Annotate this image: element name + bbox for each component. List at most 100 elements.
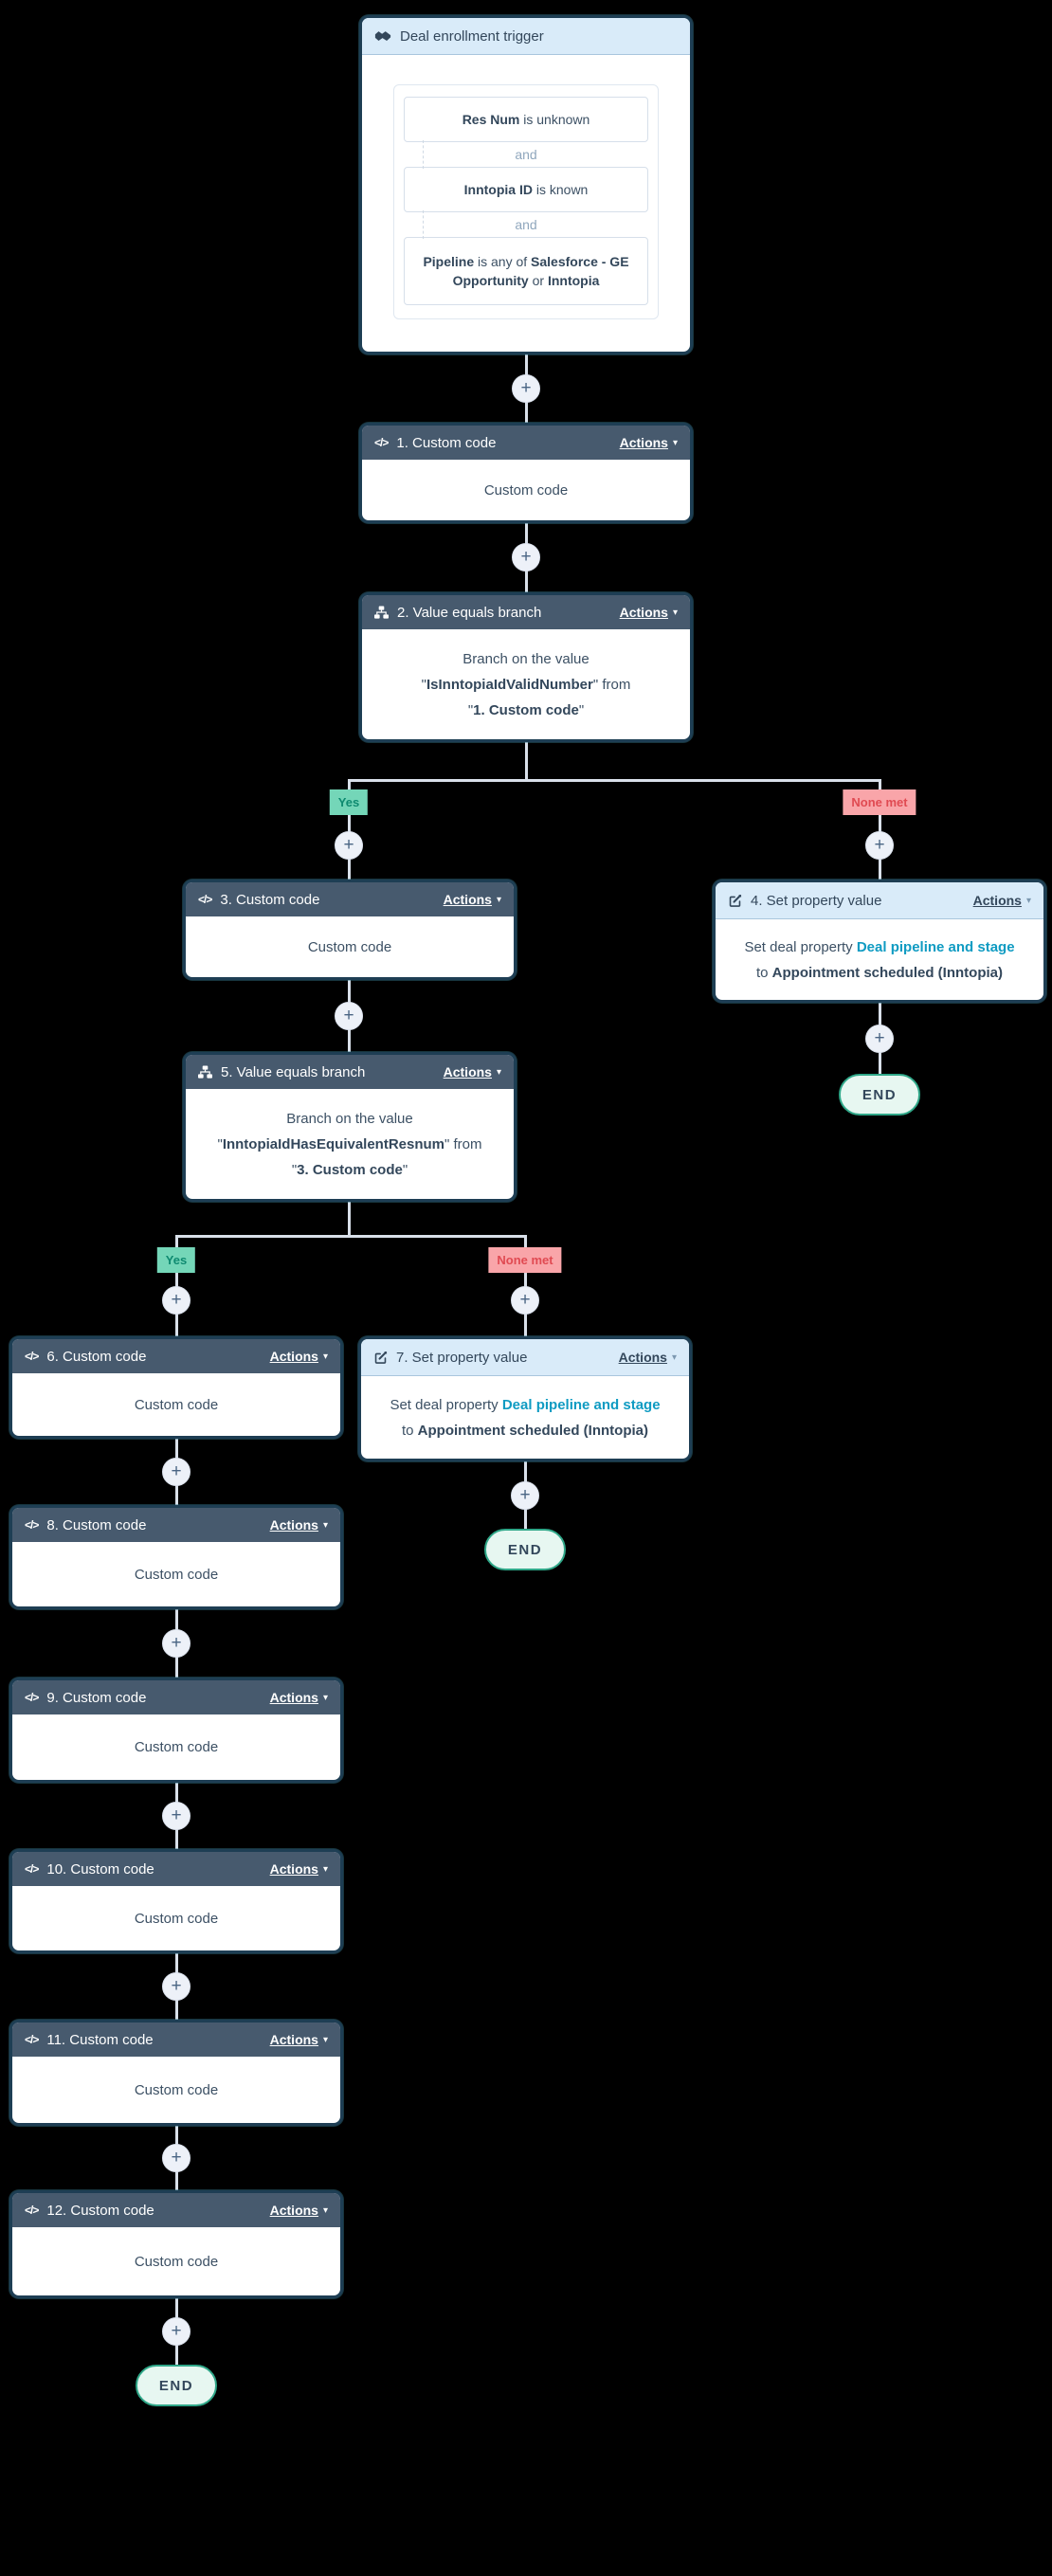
node-11-custom-code[interactable]: </> 11. Custom code Actions▾ Custom code bbox=[9, 2020, 343, 2126]
condition-or: or bbox=[528, 273, 548, 288]
add-action-button[interactable]: + bbox=[512, 374, 540, 403]
end-terminal: END bbox=[484, 1529, 566, 1570]
node-12-custom-code[interactable]: </> 12. Custom code Actions▾ Custom code bbox=[9, 2190, 343, 2298]
actions-label: Actions bbox=[269, 1690, 318, 1705]
node-2-actions-menu[interactable]: Actions▾ bbox=[620, 605, 678, 620]
add-action-button[interactable]: + bbox=[511, 1286, 539, 1315]
and-separator: and bbox=[404, 210, 648, 239]
node-12-title: 12. Custom code bbox=[46, 2202, 154, 2219]
condition-text: Res Num is unknown bbox=[463, 110, 590, 129]
node-2-value-equals-branch[interactable]: 2. Value equals branch Actions▾ Branch o… bbox=[359, 592, 693, 742]
condition-operator: is known bbox=[532, 182, 589, 197]
node-10-actions-menu[interactable]: Actions▾ bbox=[270, 1861, 328, 1877]
caret-down-icon: ▾ bbox=[1025, 895, 1031, 906]
branch-property-line: "IsInntopiaIdValidNumber" from bbox=[422, 672, 631, 698]
add-action-button[interactable]: + bbox=[865, 1025, 894, 1053]
node-7-actions-menu[interactable]: Actions▾ bbox=[619, 1350, 677, 1365]
add-action-button[interactable]: + bbox=[162, 2317, 190, 2346]
actions-label: Actions bbox=[443, 1064, 492, 1079]
condition-pipeline[interactable]: Pipeline is any of Salesforce - GE Oppor… bbox=[404, 237, 648, 305]
add-action-button[interactable]: + bbox=[162, 1286, 190, 1315]
node-3-actions-menu[interactable]: Actions▾ bbox=[444, 892, 501, 907]
add-action-button[interactable]: + bbox=[511, 1481, 539, 1510]
node-10-custom-code[interactable]: </> 10. Custom code Actions▾ Custom code bbox=[9, 1849, 343, 1953]
condition-inntopia-id[interactable]: Inntopia ID is known bbox=[404, 167, 648, 212]
node-6-body: Custom code bbox=[134, 1396, 219, 1413]
node-6-actions-menu[interactable]: Actions▾ bbox=[270, 1349, 328, 1364]
set-property-line1: Set deal property Deal pipeline and stag… bbox=[390, 1392, 660, 1418]
add-action-button[interactable]: + bbox=[335, 1002, 363, 1030]
actions-label: Actions bbox=[269, 1517, 318, 1533]
add-action-button[interactable]: + bbox=[162, 1802, 190, 1830]
node-8-custom-code[interactable]: </> 8. Custom code Actions▾ Custom code bbox=[9, 1505, 343, 1609]
condition-res-num[interactable]: Res Num is unknown bbox=[404, 97, 648, 142]
node-7-title: 7. Set property value bbox=[396, 1349, 528, 1366]
node-11-header: </> 11. Custom code Actions ▾ bbox=[12, 2023, 340, 2057]
node-12-header: </> 12. Custom code Actions▾ bbox=[12, 2193, 340, 2227]
node-5-body: Branch on the value "InntopiaIdHasEquiva… bbox=[186, 1089, 514, 1199]
branch-icon bbox=[374, 606, 389, 619]
branch-source: 1. Custom code bbox=[473, 701, 579, 718]
condition-text: Pipeline is any of Salesforce - GE Oppor… bbox=[412, 252, 640, 290]
add-action-button[interactable]: + bbox=[162, 2144, 190, 2172]
and-connector-line bbox=[423, 140, 424, 169]
node-11-actions-menu[interactable]: Actions ▾ bbox=[270, 2032, 328, 2047]
code-icon: </> bbox=[25, 2033, 39, 2046]
edit-icon bbox=[373, 1351, 388, 1365]
connector-line bbox=[348, 1202, 351, 1238]
branch-label-yes: Yes bbox=[329, 789, 369, 815]
node-4-title: 4. Set property value bbox=[751, 892, 882, 909]
add-action-button[interactable]: + bbox=[162, 1972, 190, 2001]
caret-down-icon: ▾ bbox=[672, 607, 678, 618]
quote: " bbox=[402, 1161, 408, 1178]
condition-operator: is any of bbox=[474, 254, 532, 269]
branch-source-line: "1. Custom code" bbox=[468, 698, 584, 723]
node-1-title: 1. Custom code bbox=[396, 434, 497, 451]
node-4-actions-menu[interactable]: Actions▾ bbox=[973, 893, 1031, 908]
add-action-button[interactable]: + bbox=[162, 1458, 190, 1486]
property-link[interactable]: Deal pipeline and stage bbox=[856, 938, 1015, 955]
node-10-title: 10. Custom code bbox=[46, 1860, 154, 1878]
branch-icon bbox=[198, 1065, 212, 1079]
node-8-actions-menu[interactable]: Actions▾ bbox=[270, 1517, 328, 1533]
caret-down-icon: ▾ bbox=[322, 1351, 328, 1362]
node-6-header: </> 6. Custom code Actions▾ bbox=[12, 1339, 340, 1373]
node-1-custom-code[interactable]: </> 1. Custom code Actions▾ Custom code bbox=[359, 423, 693, 523]
add-action-button[interactable]: + bbox=[335, 831, 363, 860]
condition-property: Inntopia ID bbox=[463, 182, 533, 197]
actions-label: Actions bbox=[269, 2032, 318, 2047]
caret-down-icon: ▾ bbox=[496, 894, 501, 905]
add-action-button[interactable]: + bbox=[162, 1629, 190, 1658]
node-2-title: 2. Value equals branch bbox=[397, 604, 542, 621]
node-8-title: 8. Custom code bbox=[46, 1516, 147, 1533]
caret-down-icon: ▾ bbox=[672, 437, 678, 448]
branch-label-none-met: None met bbox=[488, 1247, 562, 1273]
node-5-value-equals-branch[interactable]: 5. Value equals branch Actions▾ Branch o… bbox=[183, 1052, 517, 1202]
node-1-body: Custom code bbox=[483, 481, 569, 499]
node-5-actions-menu[interactable]: Actions▾ bbox=[444, 1064, 501, 1079]
node-6-title: 6. Custom code bbox=[46, 1348, 147, 1365]
node-4-set-property-value[interactable]: 4. Set property value Actions▾ Set deal … bbox=[713, 880, 1046, 1003]
connector-line bbox=[348, 779, 881, 782]
add-action-button[interactable]: + bbox=[512, 543, 540, 571]
quote-from: " from bbox=[444, 1135, 482, 1152]
node-7-set-property-value[interactable]: 7. Set property value Actions▾ Set deal … bbox=[358, 1336, 692, 1461]
end-terminal: END bbox=[839, 1074, 920, 1116]
node-9-custom-code[interactable]: </> 9. Custom code Actions▾ Custom code bbox=[9, 1678, 343, 1783]
branch-source-line: "3. Custom code" bbox=[292, 1157, 408, 1183]
condition-property: Pipeline bbox=[423, 254, 475, 269]
add-action-button[interactable]: + bbox=[865, 831, 894, 860]
actions-label: Actions bbox=[618, 1350, 667, 1365]
quote: " bbox=[421, 676, 426, 693]
node-3-custom-code[interactable]: </> 3. Custom code Actions▾ Custom code bbox=[183, 880, 517, 980]
node-enrollment-trigger[interactable]: Deal enrollment trigger Res Num is unkno… bbox=[359, 15, 693, 354]
caret-down-icon: ▾ bbox=[322, 2034, 328, 2045]
node-11-title: 11. Custom code bbox=[46, 2031, 154, 2048]
node-9-actions-menu[interactable]: Actions▾ bbox=[270, 1690, 328, 1705]
node-12-actions-menu[interactable]: Actions▾ bbox=[270, 2203, 328, 2218]
node-9-title: 9. Custom code bbox=[46, 1689, 147, 1706]
property-link[interactable]: Deal pipeline and stage bbox=[501, 1396, 661, 1413]
node-6-custom-code[interactable]: </> 6. Custom code Actions▾ Custom code bbox=[9, 1336, 343, 1439]
node-3-header: </> 3. Custom code Actions▾ bbox=[186, 882, 514, 916]
node-1-actions-menu[interactable]: Actions▾ bbox=[620, 435, 678, 450]
